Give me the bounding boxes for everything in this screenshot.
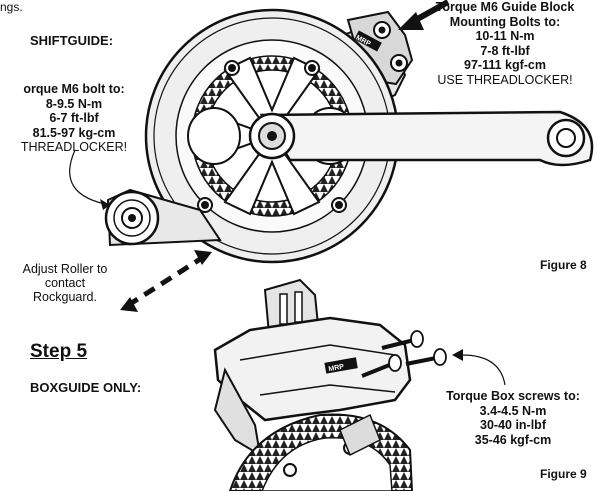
boxguide-brand-mark: MRP <box>328 364 345 374</box>
roller-line3: Rockguard. <box>33 290 97 304</box>
figure-8-label: Figure 8 <box>540 258 587 272</box>
guide-block-line1: Torque M6 Guide Block <box>435 0 575 14</box>
box-line3: 30-40 in-lbf <box>480 418 546 432</box>
box-screw-torque-callout: Torque Box screws to: 3.4-4.5 N-m 30-40 … <box>424 389 602 447</box>
step-heading: Step 5 <box>30 341 88 362</box>
m6-line2: 8-9.5 N-m <box>45 96 103 111</box>
guide-block-line2: Mounting Bolts to: <box>449 14 561 29</box>
guide-block-line5: 97-111 kgf-cm <box>464 58 546 72</box>
shiftguide-heading: SHIFTGUIDE: <box>30 33 114 48</box>
crankset-figure: MRP <box>69 0 594 312</box>
roller-line2: contact <box>44 276 86 290</box>
m6-line1: orque M6 bolt to: <box>23 82 125 96</box>
m6-line3: 6-7 ft-lbf <box>49 111 99 125</box>
guide-block-torque-callout: Torque M6 Guide Block Mounting Bolts to:… <box>400 0 605 87</box>
crank-arm <box>259 110 594 167</box>
roller-line1: Adjust Roller to <box>22 262 108 276</box>
guide-block: MRP <box>346 10 414 86</box>
roller-adjust-note: Adjust Roller to contact Rockguard. <box>0 262 130 304</box>
top-text-fragment: ngs. <box>0 0 23 14</box>
m6-bolt-torque-callout: orque M6 bolt to: 8-9.5 N-m 6-7 ft-lbf 8… <box>0 82 164 155</box>
m6-line5: THREADLOCKER! <box>20 140 128 154</box>
guide-block-arrow <box>398 0 450 30</box>
box-line2: 3.4-4.5 N-m <box>479 403 547 418</box>
box-line1: Torque Box screws to: <box>446 389 580 403</box>
figure-9-label: Figure 9 <box>540 467 587 481</box>
box-screws <box>361 330 447 378</box>
adjust-arrow-dashed <box>120 250 212 312</box>
boxguide-heading: BOXGUIDE ONLY: <box>30 380 142 395</box>
box-screw-leader-line <box>461 354 506 386</box>
boxguide-figure: MRP <box>213 278 506 491</box>
guide-block-line4: 7-8 ft-lbf <box>480 43 530 58</box>
m6-leader-line <box>69 149 111 206</box>
roller <box>104 190 160 246</box>
guide-block-line3: 10-11 N-m <box>475 29 535 43</box>
chainring-bolts <box>197 60 347 213</box>
guide-block-line6: USE THREADLOCKER! <box>437 72 573 87</box>
box-line4: 35-46 kgf-cm <box>474 432 552 447</box>
m6-line4: 81.5-97 kg-cm <box>32 125 116 140</box>
